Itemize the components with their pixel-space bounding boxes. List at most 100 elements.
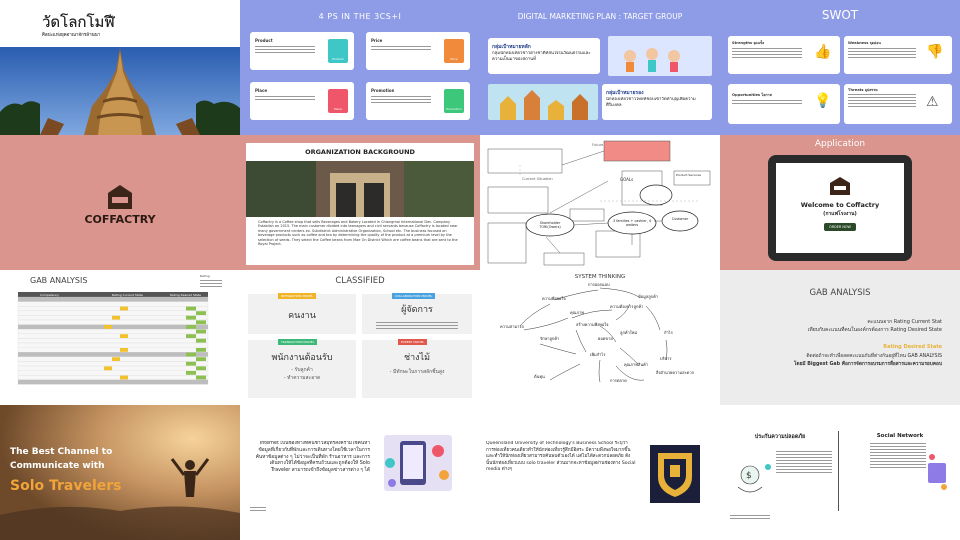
target-illustrations xyxy=(488,36,712,120)
gab-desired-cell xyxy=(196,329,206,334)
gab-desired-cell xyxy=(186,306,196,311)
gab-desired-cell xyxy=(186,334,196,338)
org-background-card: ORGANIZATION BACKGROUND Coffactry is a C… xyxy=(246,143,474,265)
best-channel-line-1: The Best Channel to xyxy=(10,447,113,457)
slide-2[interactable]: 4 PS IN THE 3CS+I Product Product Price … xyxy=(240,0,480,135)
gab-current-cell xyxy=(120,306,128,311)
swot-threats: Threats อุปสรรค ⚠ xyxy=(844,84,952,124)
slide-10[interactable]: CLASSIFIED INTEGRATION MODEL คนงาน COLLA… xyxy=(240,270,480,405)
slide-9[interactable]: GAB ANALYSIS Rating Competency Rating Cu… xyxy=(0,270,240,405)
gab-table-row xyxy=(17,342,209,348)
weakness-head: Weakness จุดอ่อน xyxy=(848,41,881,45)
shareholder-label: Shareholder TORI(Owers) xyxy=(539,221,561,229)
gab-line-1: คะแนนจาก Rating Current Stat xyxy=(867,319,942,325)
gab-table-row xyxy=(17,296,209,302)
gab-table-row xyxy=(17,375,209,380)
org-background-title: ORGANIZATION BACKGROUND xyxy=(305,148,415,156)
gab-table-row xyxy=(17,352,209,357)
slide-14[interactable]: Internet เป็นช่องทางที่คนชาวสมุทรสงครามใ… xyxy=(240,405,480,540)
app-logo xyxy=(830,177,850,195)
gab-current-cell xyxy=(112,357,120,361)
expert-sub1: - มีทักษะในการสลักชิ้นสูง xyxy=(389,369,445,375)
system-node: สร้างความพึงพอใจ xyxy=(576,322,609,327)
slide-5-brand: COFFACTRY xyxy=(84,213,156,226)
slide-3[interactable]: DIGITAL MARKETING PLAN : TARGET GROUP กล… xyxy=(480,0,720,135)
travelers-photo xyxy=(0,405,240,540)
temple-photo xyxy=(0,47,240,135)
system-node: การตลาด xyxy=(610,378,627,383)
gab-table-row xyxy=(17,310,209,316)
slide-1[interactable]: วัดโลกโมฬี ศิลปะแห่งยุคอาณาจักรล้านนา วั… xyxy=(0,0,240,135)
slide-12[interactable]: GAB ANALYSIS คะแนนจาก Rating Current Sta… xyxy=(720,270,960,405)
gab-line-5: โดยมี Biggest Gab คือการจัดการอบรมการสื่… xyxy=(793,362,942,367)
classified-card-expert: EXPERT MODEL ช่างไม้ - มีทักษะในการสลักช… xyxy=(362,339,472,398)
system-node: บริการ xyxy=(660,356,672,361)
transaction-sub2: - ทำความสะอาด xyxy=(283,375,321,381)
slide-4[interactable]: SWOT Strengths จุดแข็ง 👍 Weakness จุดอ่อ… xyxy=(720,0,960,135)
gab-desired-cell xyxy=(196,311,206,315)
promotion-badge-label: Promotion xyxy=(446,107,462,111)
four-ps-card-price: Price Price xyxy=(366,32,470,70)
system-node: ต้นทุน xyxy=(534,374,545,380)
transaction-sub1: - รับลูกค้า xyxy=(291,367,313,373)
gab-table-row xyxy=(17,365,209,371)
tablet-mockup: Welcome to Coffactry (กาแฟโรงงาน) ORDER … xyxy=(768,155,912,261)
future-label: Future xyxy=(592,143,604,147)
system-node: ยอดขาย xyxy=(598,336,613,341)
gab-table xyxy=(17,292,209,385)
primary-target-box: กลุ่มเป้าหมายหลัก กลุ่มนักท่องเที่ยวชาวต… xyxy=(488,38,600,74)
gab-table-row xyxy=(17,338,209,344)
collaboration-text: ผู้จัดการ xyxy=(401,305,433,315)
slide-6[interactable]: ORGANIZATION BACKGROUND Coffactry is a C… xyxy=(240,135,480,270)
gab-desired-cell xyxy=(196,338,206,343)
org-background-body: Coffactry is a Coffee shop that sells Be… xyxy=(258,220,458,247)
insurance-social-illustration: $ xyxy=(737,454,947,493)
order-now-button[interactable]: ORDER NOW xyxy=(824,223,856,231)
gab-desired-cell xyxy=(196,348,206,352)
product-head: Product xyxy=(255,38,273,43)
gab-table-row xyxy=(17,361,209,367)
slide-16[interactable]: ประกันความปลอดภัย Social Network $ xyxy=(720,405,960,540)
slide-8[interactable]: Application Welcome to Coffactry (กาแฟโร… xyxy=(720,135,960,270)
swot-opportunities: Opportunities โอกาส 💡 xyxy=(728,84,840,124)
price-head: Price xyxy=(371,38,383,43)
classified-card-integration: INTEGRATION MODEL คนงาน xyxy=(248,293,356,334)
place-badge-label: Place xyxy=(334,107,342,111)
slide-11[interactable]: SYSTEM THINKING การออกแบบข้อมูลลูกค้าควา… xyxy=(480,270,720,405)
slide-15[interactable]: Queensland University of Technology's Bu… xyxy=(480,405,720,540)
gab-desired-cell xyxy=(186,352,196,357)
slide-5[interactable]: COFFACTRY xyxy=(0,135,240,270)
gab-current-cell xyxy=(120,348,128,352)
internet-paragraph: Internet เป็นช่องทางที่คนชาวสมุทรสงครามใ… xyxy=(255,441,370,474)
system-node: คุณภาพ xyxy=(570,310,584,316)
thumbs-up-icon: 👍 xyxy=(814,44,832,60)
threats-head: Threats อุปสรรค xyxy=(848,88,878,92)
thumbs-down-icon: 👎 xyxy=(926,44,944,60)
slide-3-title: DIGITAL MARKETING PLAN : TARGET GROUP xyxy=(517,12,683,21)
slide-10-title: CLASSIFIED xyxy=(335,276,385,286)
system-node: คุณภาพสินค้า xyxy=(624,362,648,368)
lightbulb-icon: 💡 xyxy=(814,93,832,109)
secondary-target-title: กลุ่มเป้าหมายรอง xyxy=(606,90,644,96)
system-node: รักษาลูกค้า xyxy=(540,336,559,342)
integration-text: คนงาน xyxy=(288,311,316,321)
best-channel-line-3: Solo Travelers xyxy=(10,478,122,494)
gab-current-cell xyxy=(112,315,120,320)
coffactry-logo xyxy=(108,185,132,209)
transaction-tag: TRANSACTION MODEL xyxy=(278,339,318,345)
social-network-title: Social Network xyxy=(876,433,924,439)
opportunities-head: Opportunities โอกาส xyxy=(732,93,772,97)
app-welcome-text: Welcome to Coffactry xyxy=(800,201,880,209)
gab-table-row xyxy=(17,329,209,334)
gab-table-row xyxy=(17,370,209,376)
slide-13[interactable]: The Best Channel to Communicate with Sol… xyxy=(0,405,240,540)
gab-table-row xyxy=(17,301,209,307)
gab-col-competency: Competency xyxy=(40,292,59,297)
transaction-text: พนักงานต้อนรับ xyxy=(271,353,333,363)
expert-tag: EXPERT MODEL xyxy=(398,339,428,345)
qut-crest xyxy=(650,445,700,503)
slide-7[interactable]: Future Current Situation GOALs Sharehold… xyxy=(480,135,720,270)
place-head: Place xyxy=(255,88,268,93)
stakeholders-label: 3 families + cashier, 4 waiters xyxy=(612,219,652,227)
